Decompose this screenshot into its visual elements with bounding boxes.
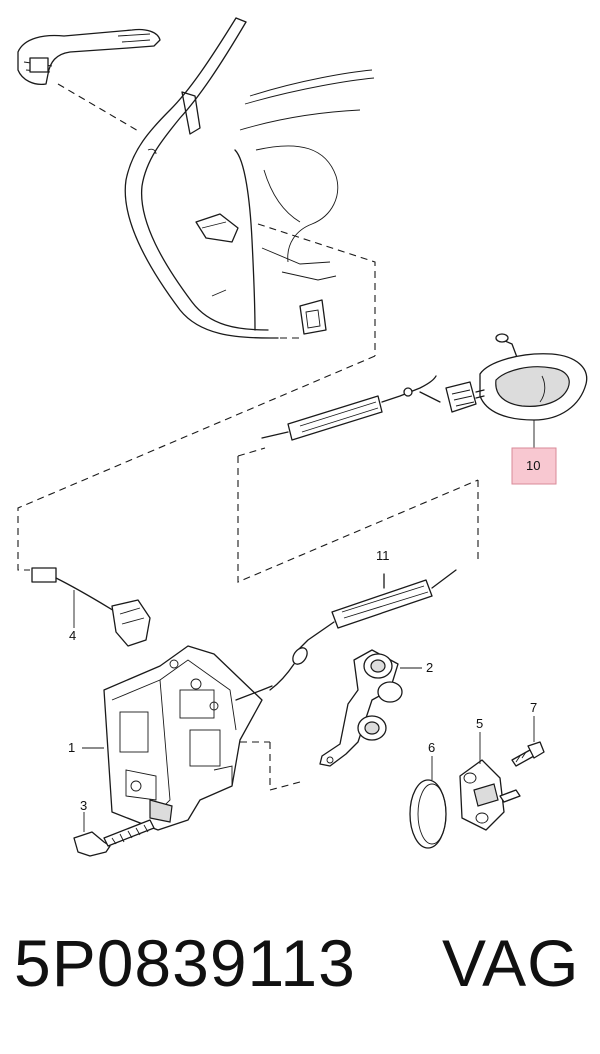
assembly-guide-lines [17, 355, 479, 791]
callout-7: 7 [530, 700, 537, 715]
callout-4: 4 [69, 628, 76, 643]
lower-bowden-cable [269, 569, 457, 691]
callout-6: 6 [428, 740, 435, 755]
interior-handle-drawing [445, 333, 588, 448]
part-number-text: 5P0839113 [14, 926, 356, 1000]
brand-text: VAG [442, 926, 580, 1000]
striker-bracket-drawing [319, 649, 422, 767]
callout-1: 1 [68, 740, 75, 755]
callout-2: 2 [426, 660, 433, 675]
leader-lines [82, 747, 104, 832]
cable-connector-drawing [31, 567, 151, 647]
highlight-box-item-10 [511, 447, 557, 485]
callout-11: 11 [376, 548, 390, 563]
door-lock-unit-drawing [103, 645, 273, 831]
exterior-handle-drawing [17, 28, 161, 133]
upper-bowden-cable [261, 375, 441, 441]
callout-5: 5 [476, 716, 483, 731]
callout-3: 3 [80, 798, 87, 813]
cover-cap-drawing [409, 756, 447, 849]
exploded-parts-diagram: 1 2 3 4 5 6 7 10 11 [17, 17, 588, 857]
callout-10: 10 [526, 458, 540, 473]
striker-plate-drawing [459, 732, 521, 831]
lock-bolt-drawing [73, 819, 155, 857]
door-frame-drawing [124, 17, 376, 356]
striker-bolt-drawing [511, 716, 545, 767]
